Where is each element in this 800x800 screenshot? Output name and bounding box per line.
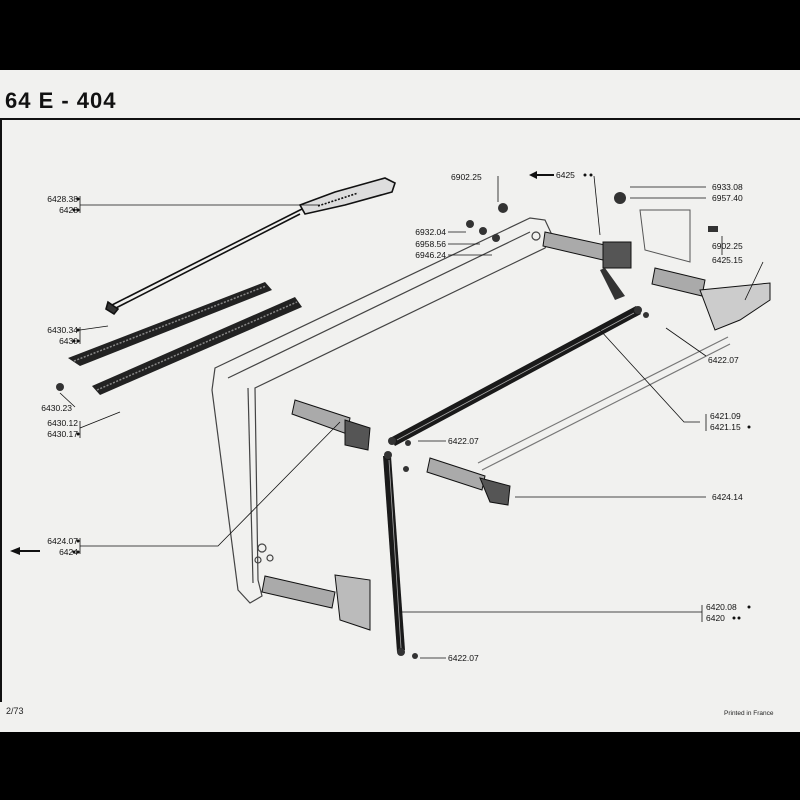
part-label-6933-08: 6933.08 xyxy=(712,182,743,192)
part-label-6420: 6420 xyxy=(706,613,725,623)
part-label-6946-24: 6946.24 xyxy=(415,250,446,260)
wiper-arm xyxy=(105,177,396,316)
small-fasteners xyxy=(403,192,718,659)
part-label-6428: 6428 xyxy=(59,205,78,215)
part-label-6957-40: 6957.40 xyxy=(712,193,743,203)
part-label-6932-04: 6932.04 xyxy=(415,227,446,237)
part-label-6424: 6424 xyxy=(59,547,78,557)
spindle-left xyxy=(291,399,371,451)
part-label-6425: 6425 xyxy=(556,170,575,180)
part-label-6428-38: 6428.38 xyxy=(47,194,78,204)
spindle-top-right xyxy=(542,231,632,300)
part-label-6430: 6430 xyxy=(59,336,78,346)
part-label-6420-08: 6420.08 xyxy=(706,602,737,612)
part-label-6430-17: 6430.17 xyxy=(47,429,78,439)
part-label-6425-15: 6425.15 xyxy=(712,255,743,265)
leader-lines xyxy=(59,175,764,659)
spindle-center xyxy=(426,457,511,506)
left-frame-line xyxy=(0,118,2,702)
part-label-6422-07-c: 6422.07 xyxy=(448,653,479,663)
part-label-6421-15: 6421.15 xyxy=(710,422,741,432)
blade-clip xyxy=(56,383,64,391)
part-label-6430-34: 6430.34 xyxy=(47,325,78,335)
header-rule xyxy=(0,118,800,120)
part-label-6430-23: 6430.23 xyxy=(41,403,72,413)
part-label-6424-07: 6424.07 xyxy=(47,536,78,546)
pivot-assembly-right xyxy=(639,209,771,331)
reference-arrows xyxy=(10,171,554,555)
mounting-frame-outline xyxy=(211,217,553,604)
page-number: 2/73 xyxy=(6,706,24,716)
part-label-6424-14: 6424.14 xyxy=(712,492,743,502)
wiper-blade-2 xyxy=(92,297,302,395)
connecting-rod-vertical xyxy=(383,451,405,656)
part-label-6422-07-b: 6422.07 xyxy=(448,436,479,446)
page-title: 64 E - 404 xyxy=(5,88,117,113)
part-label-6422-07-a: 6422.07 xyxy=(708,355,739,365)
spindle-lower xyxy=(261,574,371,631)
part-label-6902-25-a: 6902.25 xyxy=(451,172,482,182)
connecting-rod-right-faint xyxy=(477,336,731,471)
wiper-blade-1 xyxy=(68,282,272,366)
part-label-6902-25-b: 6902.25 xyxy=(712,241,743,251)
printed-in-note: Printed in France xyxy=(724,710,774,717)
part-label-6430-12: 6430.12 xyxy=(47,418,78,428)
part-label-6958-56: 6958.56 xyxy=(415,239,446,249)
part-label-6421-09: 6421.09 xyxy=(710,411,741,421)
connecting-rod-long xyxy=(388,306,642,446)
